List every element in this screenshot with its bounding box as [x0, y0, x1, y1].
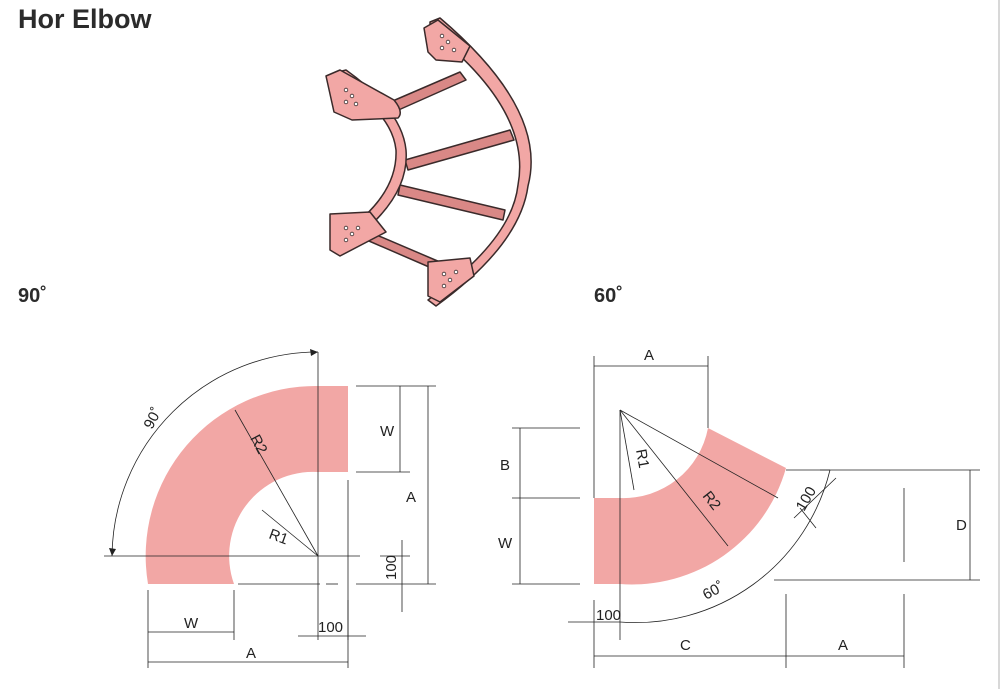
dim60-d: D	[956, 517, 967, 534]
elbow-60-band	[594, 428, 786, 585]
dim90-angle: 90˚	[141, 405, 166, 432]
dim90-off-right: 100	[383, 555, 400, 580]
dim90-a-right: A	[406, 489, 416, 506]
dim90-w-bottom: W	[184, 615, 199, 632]
cable-tray-elbow-illustration	[325, 17, 532, 307]
elbow-60-drawing	[512, 356, 980, 668]
dim60-a-bottom: A	[838, 637, 848, 654]
label-60: 60˚	[594, 285, 623, 307]
elbow-90-drawing	[104, 349, 436, 668]
dim90-r1: R1	[267, 526, 291, 549]
dim60-c: C	[680, 637, 691, 654]
page-title: Hor Elbow	[18, 4, 152, 34]
dim60-r1: R1	[632, 448, 652, 470]
dim60-a-top: A	[644, 347, 654, 364]
elbow-90-band	[145, 385, 348, 584]
label-90: 90˚	[18, 285, 47, 307]
frame-edge	[998, 0, 1000, 689]
dim60-off-bottom: 100	[596, 607, 621, 624]
dim60-w: W	[498, 535, 513, 552]
dim60-angle: 60˚	[700, 578, 727, 603]
dim60-b: B	[500, 457, 510, 474]
dim90-w-right: W	[380, 423, 395, 440]
dim90-a-bottom: A	[246, 645, 256, 662]
dim90-off-bottom: 100	[318, 619, 343, 636]
